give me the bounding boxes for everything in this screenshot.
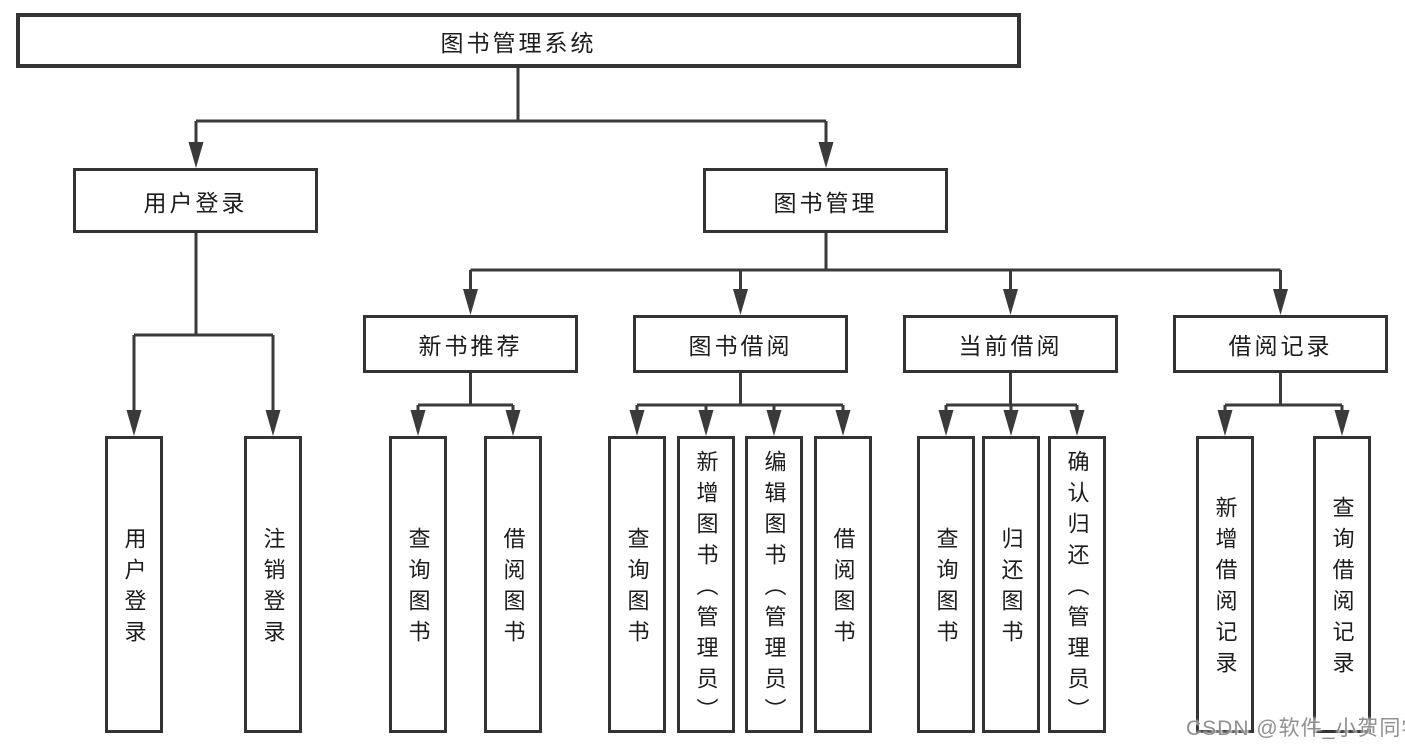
node-user-login: 用户登录 xyxy=(73,168,318,233)
node-label: 用户登录 xyxy=(143,189,248,216)
leaf-query-books-borrow: 查询图书 xyxy=(608,436,666,733)
leaf-confirm-return-admin: 确认归还（管理员） xyxy=(1048,436,1106,733)
node-label: 新增借阅记录 xyxy=(1212,496,1238,682)
node-label: 借阅图书 xyxy=(500,527,526,651)
node-library-system: 图书管理系统 xyxy=(16,13,1021,68)
node-label: 新书推荐 xyxy=(418,333,523,359)
leaf-borrow-books-recommend: 借阅图书 xyxy=(484,436,542,733)
node-label: 查询图书 xyxy=(405,527,431,651)
node-label: 确认归还（管理员） xyxy=(1064,449,1090,729)
node-book-management: 图书管理 xyxy=(703,168,948,233)
leaf-query-borrow-record: 查询借阅记录 xyxy=(1313,436,1371,733)
node-label: 查询图书 xyxy=(624,527,650,651)
node-label: 借阅记录 xyxy=(1228,333,1333,359)
node-label: 注销登录 xyxy=(260,527,286,651)
node-label: 查询图书 xyxy=(933,527,959,651)
node-label: 图书管理系统 xyxy=(440,29,597,56)
node-label: 新增图书（管理员） xyxy=(693,449,719,729)
leaf-return-book: 归还图书 xyxy=(982,436,1040,733)
node-label: 用户登录 xyxy=(121,527,147,651)
node-current-borrowing: 当前借阅 xyxy=(903,315,1118,373)
leaf-query-books-recommend: 查询图书 xyxy=(389,436,447,733)
leaf-borrow-books: 借阅图书 xyxy=(814,436,872,733)
node-label: 编辑图书（管理员） xyxy=(761,449,787,729)
node-label: 查询借阅记录 xyxy=(1329,496,1355,682)
leaf-edit-book-admin: 编辑图书（管理员） xyxy=(745,436,803,733)
node-label: 借阅图书 xyxy=(830,527,856,651)
node-label: 当前借阅 xyxy=(958,333,1063,359)
csdn-watermark: CSDN @软件_小贺同学 xyxy=(1186,717,1405,740)
node-label: 归还图书 xyxy=(998,527,1024,651)
node-label: 图书管理 xyxy=(773,189,878,216)
leaf-logout: 注销登录 xyxy=(244,436,302,733)
node-borrowing-records: 借阅记录 xyxy=(1173,315,1388,373)
node-new-book-recommend: 新书推荐 xyxy=(363,315,578,373)
leaf-user-login: 用户登录 xyxy=(105,436,163,733)
node-label: 图书借阅 xyxy=(688,333,793,359)
leaf-query-books-current: 查询图书 xyxy=(917,436,975,733)
leaf-add-borrow-record: 新增借阅记录 xyxy=(1196,436,1254,733)
leaf-add-book-admin: 新增图书（管理员） xyxy=(677,436,735,733)
node-book-borrowing: 图书借阅 xyxy=(633,315,848,373)
